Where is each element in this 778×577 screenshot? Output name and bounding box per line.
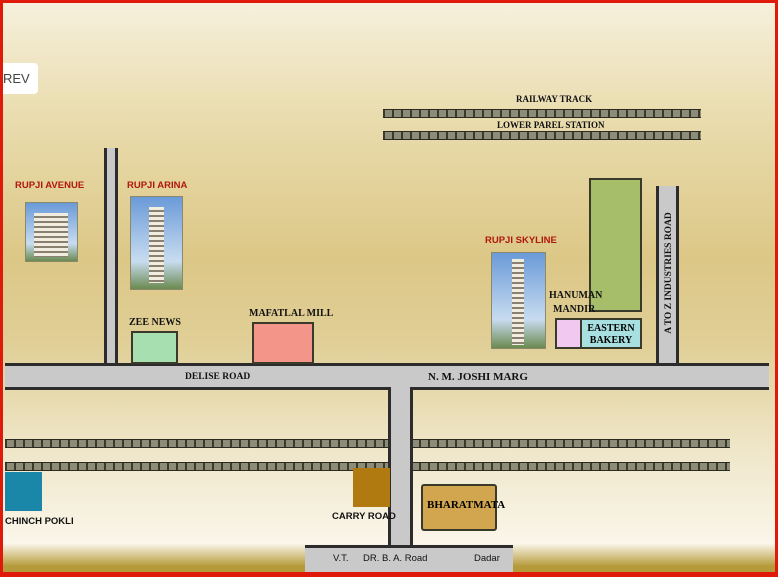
zee-news-box [131,331,178,364]
nm-joshi-marg-road [5,363,769,390]
dadar-label: Dadar [474,553,500,564]
hanuman-mandir-label-2: MANDIR [553,304,596,315]
rupji-skyline-image[interactable] [491,252,546,349]
delise-road-label: DELISE ROAD [185,372,251,382]
vt-label: V.T. [333,553,349,564]
mafatlal-mill-label: MAFATLAL MILL [249,308,334,319]
railway-track [383,109,701,118]
rev-button[interactable]: REV [3,63,38,94]
chinch-pokli-box [5,472,42,511]
rupji-skyline-label: RUPJI SKYLINE [485,235,557,246]
railway-track [383,131,701,140]
rupji-avenue-image[interactable] [25,202,78,262]
eastern-bakery-box: EASTERN BAKERY [580,318,642,349]
rupji-avenue-label: RUPJI AVENUE [15,180,85,191]
railway-track [5,439,730,448]
dr-ba-road-label: DR. B. A. Road [363,553,428,564]
lower-parel-station-label: LOWER PAREL STATION [497,120,605,130]
carry-road-box [353,468,390,507]
a-to-z-road-label: A TO Z INDUSTRIES ROAD [664,212,674,334]
eastern-bakery-label: EASTERN [587,323,635,334]
a-to-z-industries-road [656,186,679,368]
hanuman-mandir-box [555,318,582,349]
side-road [104,148,118,368]
dr-ba-road-overpass [388,433,413,478]
green-plot [589,178,642,312]
bharatmata-label: BHARATMATA [427,499,506,511]
carry-road-label: CARRY ROAD [332,511,396,522]
railway-track-label: RAILWAY TRACK [516,94,593,104]
eastern-bakery-label-2: BAKERY [589,335,633,346]
zee-news-label: ZEE NEWS [129,317,181,328]
mafatlal-mill-box [252,322,314,364]
rupji-arina-image[interactable] [130,196,183,290]
chinch-pokli-label: CHINCH POKLI [5,516,74,527]
rupji-arina-label: RUPJI ARINA [127,180,188,191]
hanuman-mandir-label: HANUMAN [549,290,603,301]
dr-ba-road [305,545,513,572]
bharatmata-box: BHARATMATA [421,484,505,531]
nm-joshi-marg-label: N. M. JOSHI MARG [428,371,528,383]
